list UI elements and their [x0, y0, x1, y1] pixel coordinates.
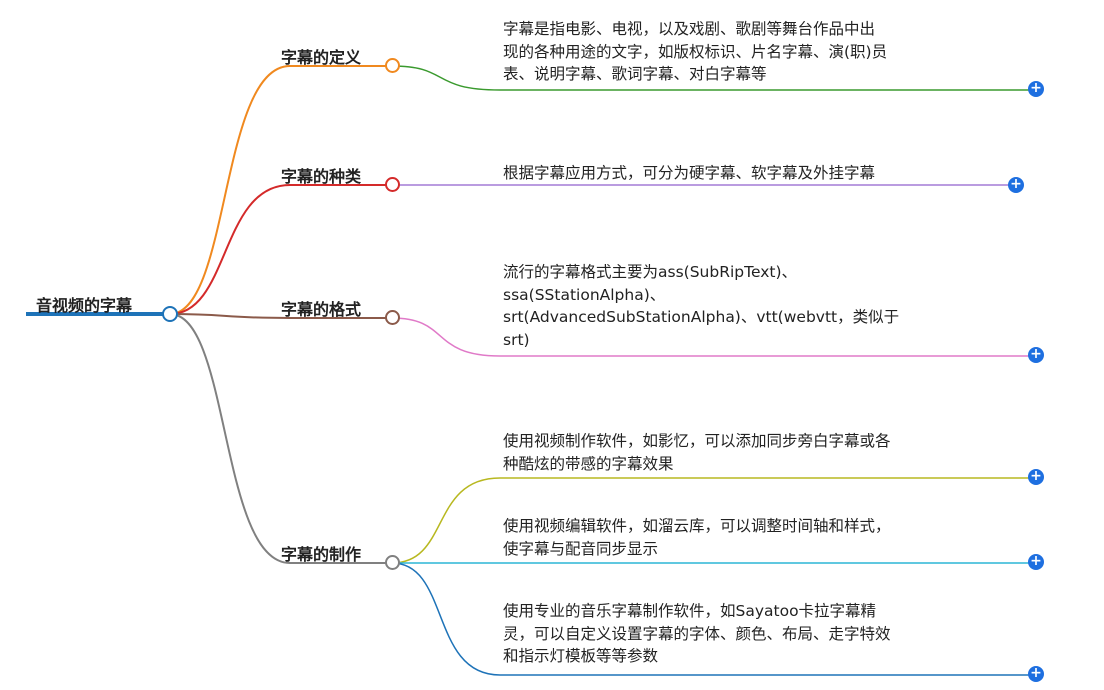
edge-making-leaf-3: [391, 562, 1036, 676]
leaf-types-text: 根据字幕应用方式，可分为硬字幕、软字幕及外挂字幕: [503, 162, 875, 185]
edge-root-making: [169, 313, 392, 564]
edge-root-types: [169, 184, 392, 315]
plus-circle-icon[interactable]: +: [1008, 177, 1024, 193]
branch-types-toggle[interactable]: [385, 177, 400, 192]
leaf-line: srt): [503, 330, 530, 349]
edge-root-formats: [169, 313, 392, 319]
leaf-definition-text: 字幕是指电影、电视，以及戏剧、歌剧等舞台作品中出 现的各种用途的文字，如版权标识…: [503, 18, 887, 86]
leaf-line: 使用视频编辑软件，如溜云库，可以调整时间轴和样式，: [503, 517, 891, 535]
branch-formats-toggle[interactable]: [385, 310, 400, 325]
root-node-label: 音视频的字幕: [36, 296, 133, 315]
plus-circle-icon[interactable]: +: [1028, 81, 1044, 97]
leaf-line: 根据字幕应用方式，可分为硬字幕、软字幕及外挂字幕: [503, 164, 876, 182]
plus-circle-icon[interactable]: +: [1028, 469, 1044, 485]
edge-formats-leaf: [391, 317, 1036, 357]
edge-making-leaf-1: [391, 477, 1036, 564]
leaf-line: 字幕是指电影、电视，以及戏剧、歌剧等舞台作品中出: [503, 20, 876, 38]
leaf-line: srt(AdvancedSubStationAlpha)、vtt(webvtt，…: [503, 308, 900, 326]
root-collapse-handle[interactable]: [162, 306, 178, 322]
edge-root-definition: [169, 65, 392, 315]
branch-definition-label: 字幕的定义: [281, 48, 362, 67]
branch-making-label: 字幕的制作: [281, 545, 362, 564]
leaf-line: 现的各种用途的文字，如版权标识、片名字幕、演(职)员: [503, 42, 888, 61]
branch-making-toggle[interactable]: [385, 555, 400, 570]
branch-definition-toggle[interactable]: [385, 58, 400, 73]
leaf-line: 使字幕与配音同步显示: [503, 539, 659, 558]
leaf-making-1-text: 使用视频制作软件，如影忆，可以添加同步旁白字幕或各 种酷炫的带感的字幕效果: [503, 430, 891, 475]
branch-formats-label: 字幕的格式: [281, 300, 362, 319]
leaf-line: 流行的字幕格式主要为ass(SubRipText)、: [503, 263, 798, 281]
leaf-line: ssa(SStationAlpha)、: [503, 285, 666, 304]
leaf-line: 使用专业的音乐字幕制作软件，如Sayatoo卡拉字幕精: [503, 602, 877, 620]
leaf-making-3-text: 使用专业的音乐字幕制作软件，如Sayatoo卡拉字幕精 灵，可以自定义设置字幕的…: [503, 600, 891, 668]
leaf-line: 种酷炫的带感的字幕效果: [503, 454, 674, 473]
plus-circle-icon[interactable]: +: [1028, 666, 1044, 682]
plus-circle-icon[interactable]: +: [1028, 554, 1044, 570]
leaf-line: 使用视频制作软件，如影忆，可以添加同步旁白字幕或各: [503, 432, 891, 450]
plus-circle-icon[interactable]: +: [1028, 347, 1044, 363]
leaf-line: 和指示灯模板等等参数: [503, 647, 659, 665]
edge-definition-leaf: [391, 65, 1036, 91]
leaf-making-2-text: 使用视频编辑软件，如溜云库，可以调整时间轴和样式， 使字幕与配音同步显示: [503, 515, 891, 560]
leaf-line: 表、说明字幕、歌词字幕、对白字幕等: [503, 65, 767, 83]
leaf-formats-text: 流行的字幕格式主要为ass(SubRipText)、 ssa(SStationA…: [503, 261, 899, 351]
branch-types-label: 字幕的种类: [281, 167, 362, 186]
leaf-line: 灵，可以自定义设置字幕的字体、颜色、布局、走字特效: [503, 624, 891, 643]
